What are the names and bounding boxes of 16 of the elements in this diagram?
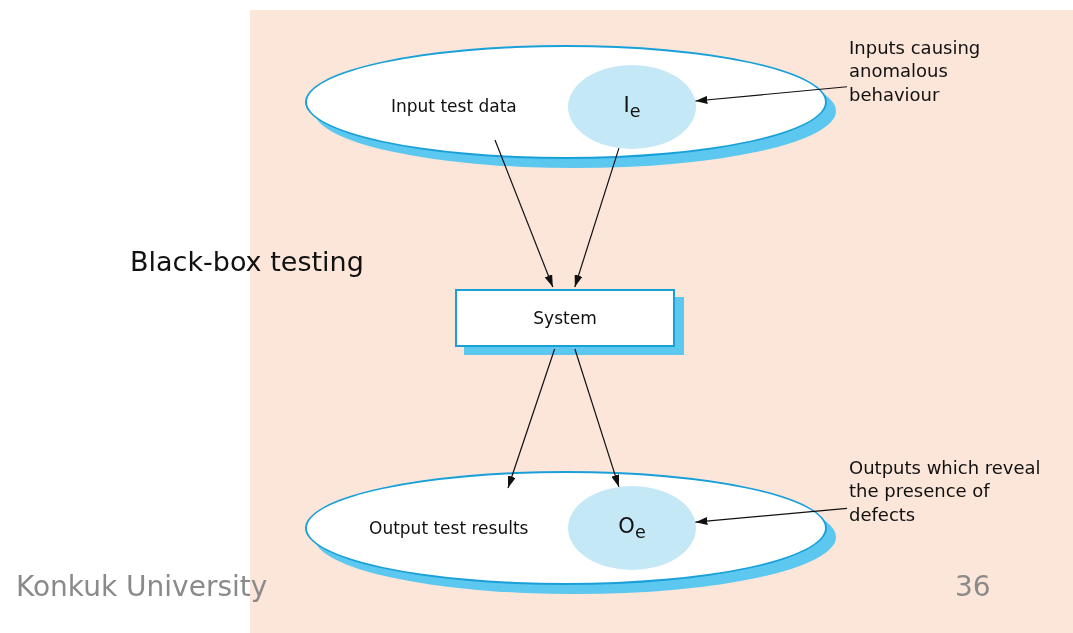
arrow [694, 507, 848, 526]
annotation-label: Inputs causing anomalous behaviour [849, 37, 981, 105]
arrow [494, 139, 554, 288]
annotation-label: Outputs which reveal the presence of defects [849, 457, 1041, 525]
slide-title: Black-box testing [130, 246, 364, 277]
arrow [574, 147, 620, 288]
set-label: Input test data [391, 95, 517, 118]
subset-label: O$_{e}$ [618, 512, 646, 544]
set-label: Output test results [369, 517, 529, 540]
page-number: 36 [955, 570, 991, 603]
system-label: System [533, 306, 597, 330]
arrow [574, 348, 620, 488]
arrow [694, 86, 848, 104]
arrow [507, 348, 556, 489]
footer-text: Konkuk University [16, 570, 268, 603]
subset-label: I$_{e}$ [623, 91, 641, 123]
